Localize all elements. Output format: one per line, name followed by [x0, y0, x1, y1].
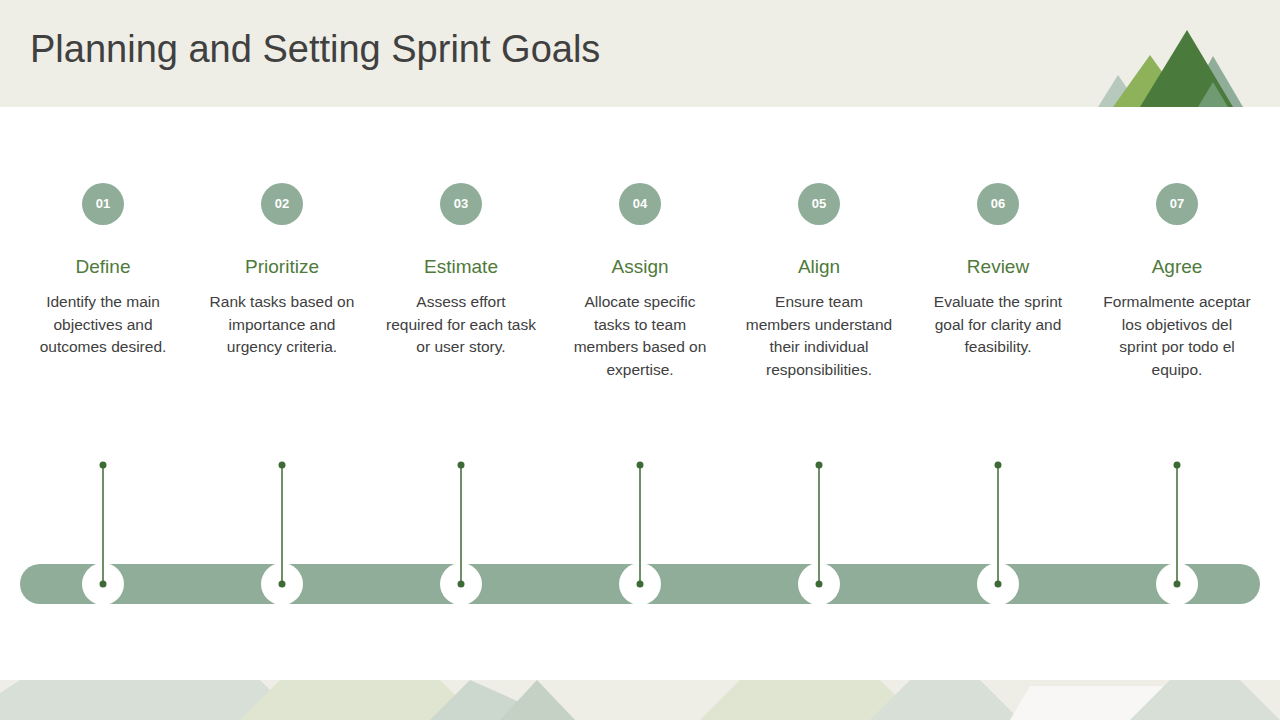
step-description: Assess effort required for each task or … [386, 291, 536, 359]
title: Planning and Setting Sprint Goals [30, 28, 600, 71]
step-circle: 04AssignAllocate specific tasks to team … [619, 183, 661, 225]
step-heading: Define [23, 255, 183, 279]
step-description: Allocate specific tasks to team members … [565, 291, 715, 381]
circle-shape [977, 183, 1019, 225]
step-description: Evaluate the sprint goal for clarity and… [923, 291, 1073, 359]
step-circle: 02PrioritizeRank tasks based on importan… [261, 183, 303, 225]
step-description: Ensure team members understand their ind… [744, 291, 894, 381]
leader-dot [1174, 581, 1181, 588]
leader-line [1176, 465, 1178, 584]
leader-line [639, 465, 641, 584]
step-heading: Estimate [381, 255, 541, 279]
leader-dot [279, 462, 286, 469]
mountain [1198, 82, 1228, 107]
leader-dot [100, 462, 107, 469]
leader-dot [816, 581, 823, 588]
step-number: 05 [798, 183, 840, 225]
step-circle: 07AgreeFormalmente aceptar los objetivos… [1156, 183, 1198, 225]
mountain [1140, 30, 1233, 107]
step-number: 04 [619, 183, 661, 225]
step-number: 02 [261, 183, 303, 225]
circle-shape [440, 183, 482, 225]
step-description: Identify the main objectives and outcome… [28, 291, 178, 359]
triangle [870, 680, 1020, 720]
leader-dot [1174, 462, 1181, 469]
leader-dot [816, 462, 823, 469]
leader-line [997, 465, 999, 584]
step-heading: Assign [560, 255, 720, 279]
leader-dot [995, 462, 1002, 469]
step-description: Rank tasks based on importance and urgen… [207, 291, 357, 359]
leader-dot [637, 581, 644, 588]
step-heading: Review [918, 255, 1078, 279]
triangle [500, 680, 575, 720]
footer-triangles [0, 680, 1280, 720]
step-circle: 03EstimateAssess effort required for eac… [440, 183, 482, 225]
leader-dot [100, 581, 107, 588]
timeline-ticks [82, 462, 1198, 606]
step-heading: Agree [1097, 255, 1257, 279]
circle-shape [261, 183, 303, 225]
step-number: 06 [977, 183, 1019, 225]
triangle [1130, 680, 1280, 720]
step-number: 01 [82, 183, 124, 225]
circle-shape [619, 183, 661, 225]
step-circle: 01DefineIdentify the main objectives and… [82, 183, 124, 225]
leader-line [818, 465, 820, 584]
step-heading: Prioritize [202, 255, 362, 279]
leader-dot [279, 581, 286, 588]
leader-line [102, 465, 104, 584]
step-number: 03 [440, 183, 482, 225]
step-number: 07 [1156, 183, 1198, 225]
step-circle: 06ReviewEvaluate the sprint goal for cla… [977, 183, 1019, 225]
leader-line [460, 465, 462, 584]
leader-dot [637, 462, 644, 469]
circle-shape [82, 183, 124, 225]
leader-line [281, 465, 283, 584]
leader-dot [458, 462, 465, 469]
circle-shape [1156, 183, 1198, 225]
step-heading: Align [739, 255, 899, 279]
circle-shape [798, 183, 840, 225]
step-description: Formalmente aceptar los objetivos del sp… [1102, 291, 1252, 381]
leader-dot [995, 581, 1002, 588]
step-circle: 05AlignEnsure team members understand th… [798, 183, 840, 225]
leader-dot [458, 581, 465, 588]
header-band [0, 0, 1280, 107]
